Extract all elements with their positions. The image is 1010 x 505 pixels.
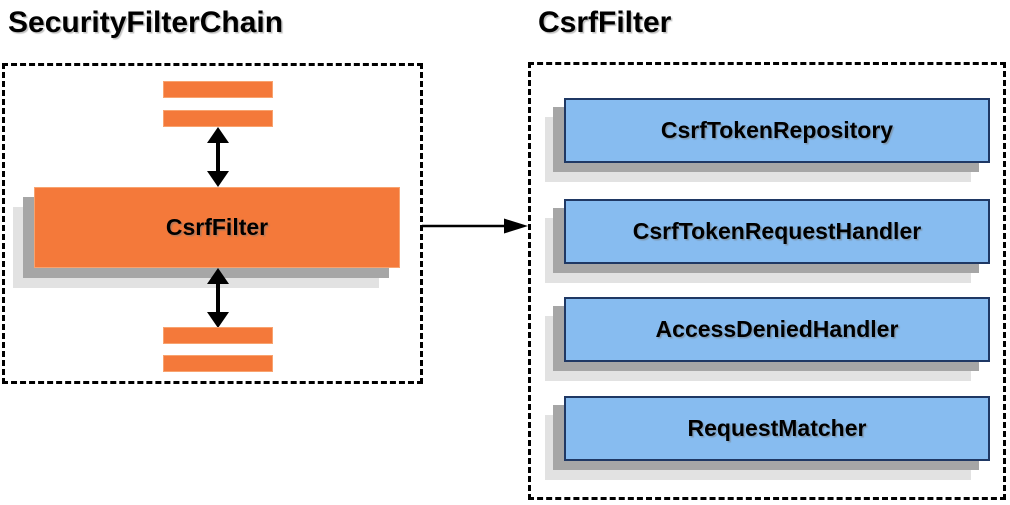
security-filter-chain-container: CsrfFilter xyxy=(2,63,423,384)
component-label: CsrfTokenRequestHandler xyxy=(632,218,922,244)
filter-placeholder-bar-top-2 xyxy=(163,110,273,127)
csrf-filter-box: CsrfFilter xyxy=(34,187,400,268)
component-box-csrf-token-request-handler: CsrfTokenRequestHandler xyxy=(564,199,990,264)
csrf-filter-box-label: CsrfFilter xyxy=(165,214,269,240)
bidirectional-arrow-bottom xyxy=(207,268,229,328)
filter-placeholder-bar-bottom-1 xyxy=(163,327,273,344)
bidirectional-arrow-top xyxy=(207,127,229,187)
component-label: AccessDeniedHandler xyxy=(655,316,899,342)
csrf-filter-components-container: CsrfTokenRepository CsrfTokenRequestHand… xyxy=(528,62,1006,500)
filter-placeholder-bar-bottom-2 xyxy=(163,355,273,372)
connector-arrow xyxy=(422,218,528,234)
component-box-csrf-token-repository: CsrfTokenRepository xyxy=(564,98,990,163)
component-label: CsrfTokenRepository xyxy=(660,117,894,143)
component-label: RequestMatcher xyxy=(687,415,867,441)
security-filter-chain-title: SecurityFilterChain xyxy=(8,6,284,39)
filter-placeholder-bar-top-1 xyxy=(163,81,273,98)
component-box-access-denied-handler: AccessDeniedHandler xyxy=(564,297,990,362)
csrf-filter-title: CsrfFilter xyxy=(538,6,672,39)
component-box-request-matcher: RequestMatcher xyxy=(564,396,990,461)
